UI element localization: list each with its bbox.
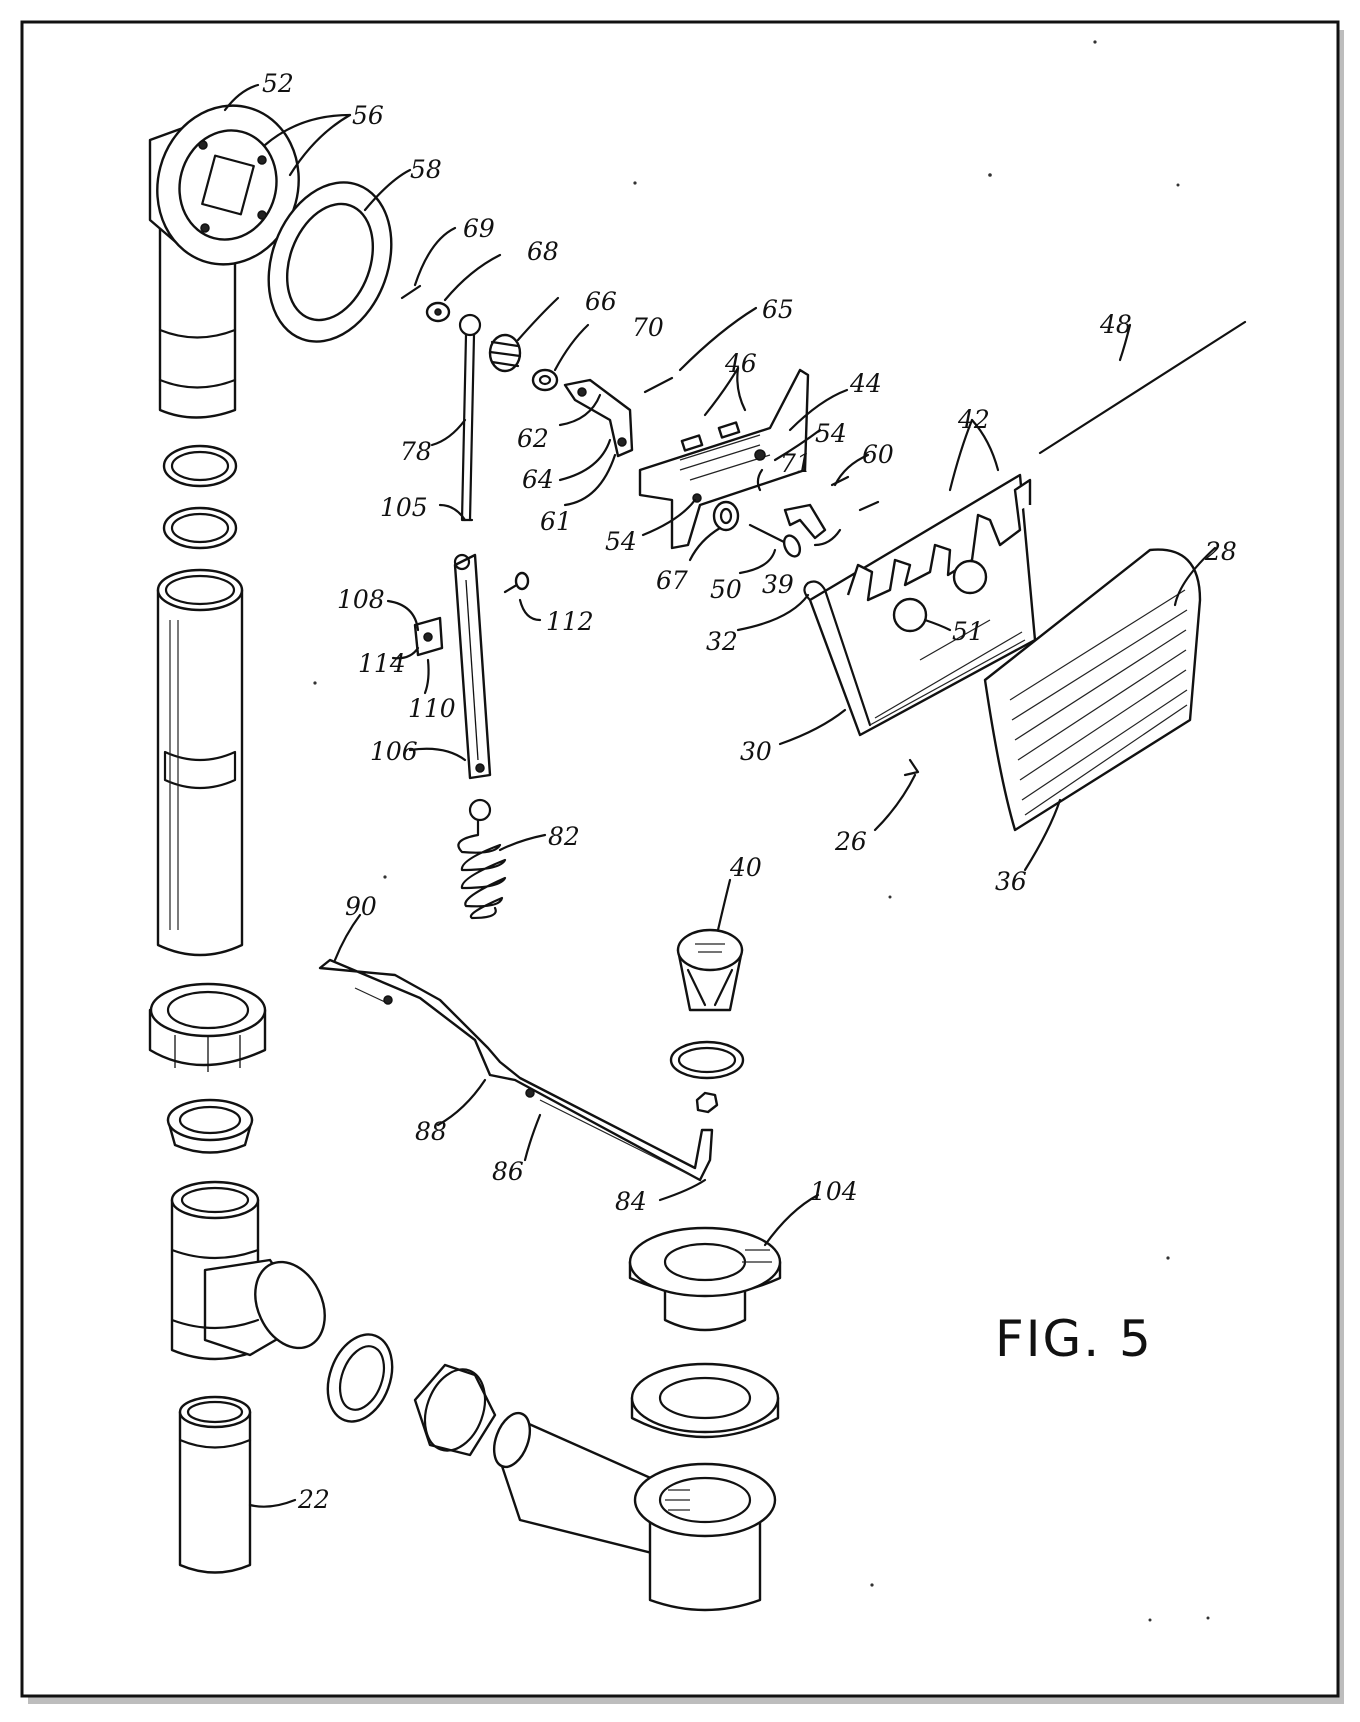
ref-61: 61: [540, 507, 572, 536]
gasket-lower: [630, 1362, 780, 1439]
washer-68: [425, 301, 451, 323]
ref-62: 62: [517, 424, 549, 453]
pin-65: [643, 376, 674, 394]
ref-58: 58: [410, 155, 442, 184]
screw-50: [748, 523, 802, 558]
ref-70: 70: [632, 313, 664, 342]
scan-specks: [313, 40, 1210, 1622]
ref-54b: 54: [605, 527, 637, 556]
overflow-elbow-52: [148, 104, 300, 419]
tailpiece-22: [178, 1395, 252, 1574]
nut-stopper: [695, 1091, 719, 1114]
stopper-40: [676, 928, 744, 1012]
ref-84: 84: [615, 1187, 647, 1216]
reference-numerals: 52 56 58 69 68 66 70 65 48 46 44 42 54 6…: [262, 69, 1237, 1514]
link-62: [563, 378, 634, 458]
gasket-58: [267, 181, 393, 343]
leader-lines: [223, 83, 1217, 1508]
slip-washer-lower: [326, 1333, 394, 1423]
ref-30: 30: [740, 737, 772, 766]
ref-90: 90: [345, 892, 377, 921]
ref-32: 32: [706, 627, 738, 656]
spring-82: [457, 798, 507, 920]
ref-110: 110: [408, 694, 456, 723]
slip-nut-lower: [413, 1363, 497, 1457]
pin-69: [400, 284, 422, 300]
cover-plate-36: [983, 548, 1202, 832]
ref-56: 56: [352, 101, 384, 130]
clip-110: [413, 616, 444, 657]
ref-64: 64: [522, 465, 554, 494]
slip-nut-upper: [148, 982, 267, 1072]
drain-tee: [170, 1180, 326, 1361]
ref-51: 51: [952, 617, 984, 646]
ref-28: 28: [1204, 537, 1237, 566]
o-rings-upper: [162, 444, 238, 550]
ref-67: 67: [656, 566, 688, 595]
figure-label: FIG. 5: [995, 1310, 1153, 1368]
ref-112: 112: [546, 607, 594, 636]
plate-30: [803, 473, 1037, 737]
ref-104: 104: [810, 1177, 858, 1206]
ref-54a: 54: [815, 419, 847, 448]
ref-86: 86: [492, 1157, 524, 1186]
ref-50: 50: [710, 575, 742, 604]
ref-42: 42: [957, 405, 990, 434]
rod-78: [458, 313, 482, 522]
lever-86: [318, 958, 714, 1182]
washer-70: [531, 368, 559, 392]
ref-52: 52: [262, 69, 294, 98]
ref-105: 105: [380, 493, 428, 522]
clip-39: [783, 503, 827, 540]
ref-36: 36: [995, 867, 1027, 896]
spring-66: [488, 333, 522, 373]
screw-112: [503, 571, 530, 594]
ref-65: 65: [762, 295, 794, 324]
shoe-elbow: [492, 1411, 777, 1612]
o-ring-stopper: [669, 1040, 745, 1080]
ref-82: 82: [548, 822, 580, 851]
ref-48: 48: [1099, 310, 1132, 339]
ref-60: 60: [862, 440, 894, 469]
ref-108: 108: [337, 585, 385, 614]
ref-114: 114: [358, 649, 406, 678]
link-106: [453, 553, 492, 780]
roller-67: [712, 500, 740, 532]
drain-flange-104: [628, 1226, 782, 1332]
ref-88: 88: [415, 1117, 447, 1146]
rod-48: [1038, 320, 1247, 455]
ref-39: 39: [762, 570, 794, 599]
slip-washer-upper: [166, 1098, 254, 1154]
overflow-tube: [156, 568, 244, 957]
ref-44: 44: [849, 369, 882, 398]
ref-26: 26: [834, 827, 867, 856]
ref-46: 46: [724, 349, 757, 378]
ref-71: 71: [780, 449, 812, 478]
ref-78: 78: [400, 437, 432, 466]
ref-106: 106: [370, 737, 418, 766]
ref-69: 69: [463, 214, 495, 243]
bracket-44: [638, 368, 810, 550]
ref-22: 22: [297, 1485, 330, 1514]
ref-66: 66: [585, 287, 617, 316]
ref-68: 68: [527, 237, 559, 266]
ref-40: 40: [729, 853, 762, 882]
